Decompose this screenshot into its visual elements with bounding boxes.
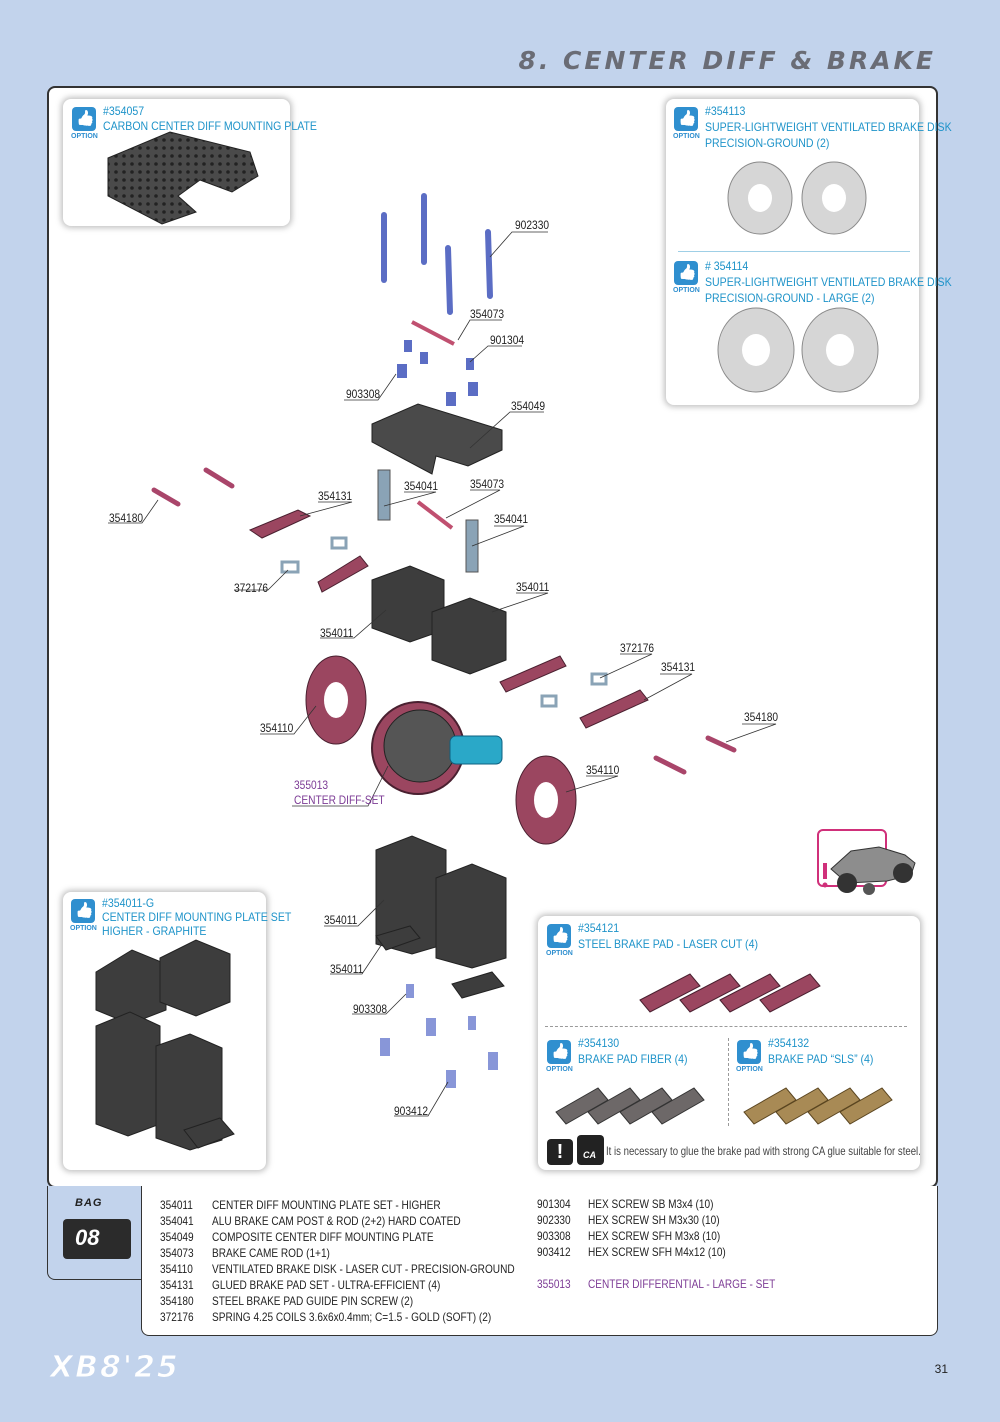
option-text: HIGHER - GRAPHITE <box>102 924 207 938</box>
parts-row-code: 354180 <box>160 1294 194 1308</box>
option-ref: #354011-G <box>102 896 155 910</box>
parts-row-desc: CENTER DIFF MOUNTING PLATE SET - HIGHER <box>212 1198 441 1212</box>
parts-row-desc: VENTILATED BRAKE DISK - LASER CUT - PREC… <box>212 1262 515 1276</box>
bag-number: 08 <box>75 1225 100 1250</box>
callout-label: 903412 <box>394 1104 429 1118</box>
parts-row-code: 903412 <box>537 1245 571 1259</box>
option-ref: # 354114 <box>705 259 749 273</box>
parts-row-code: 354041 <box>160 1214 194 1228</box>
option-label: OPTION <box>673 287 700 294</box>
parts-row-code: 354073 <box>160 1246 194 1260</box>
callout-label: 903308 <box>346 387 381 401</box>
option-box-brake-pads <box>538 916 920 1170</box>
callout-label: 372176 <box>234 581 269 595</box>
parts-row-desc: GLUED BRAKE PAD SET - ULTRA-EFFICIENT (4… <box>212 1278 441 1292</box>
option-text: CENTER DIFF MOUNTING PLATE SET <box>102 910 292 924</box>
parts-row-code: 372176 <box>160 1310 194 1324</box>
parts-row-code: 354131 <box>160 1278 194 1292</box>
parts-row-desc: COMPOSITE CENTER DIFF MOUNTING PLATE <box>212 1230 434 1244</box>
parts-row-desc: STEEL BRAKE PAD GUIDE PIN SCREW (2) <box>212 1294 414 1308</box>
callout-label: 354131 <box>661 660 696 674</box>
callout-label: 354073 <box>470 307 505 321</box>
thumbs-up-icon <box>547 1040 571 1064</box>
option-label: OPTION <box>71 133 98 140</box>
parts-row-code: 354049 <box>160 1230 194 1244</box>
callout-label: 354073 <box>470 477 505 491</box>
thumbs-up-icon <box>72 107 96 131</box>
parts-row-desc: HEX SCREW SB M3x4 (10) <box>588 1197 714 1211</box>
callout-label: 354041 <box>494 512 529 526</box>
parts-row-desc: ALU BRAKE CAM POST & ROD (2+2) HARD COAT… <box>212 1214 461 1228</box>
parts-row-special-desc: CENTER DIFFERENTIAL - LARGE - SET <box>588 1277 776 1291</box>
car-location-icon <box>817 829 922 901</box>
divider <box>728 1038 729 1126</box>
callout-label: 354180 <box>744 710 779 724</box>
callout-label: 354180 <box>109 511 144 525</box>
product-logo: XB8'25 <box>50 1350 180 1386</box>
parts-list <box>141 1186 938 1336</box>
option-text: PRECISION-GROUND - LARGE (2) <box>705 291 875 305</box>
callout-label: 354049 <box>511 399 546 413</box>
carbon-plate-part <box>107 131 259 225</box>
thumbs-up-icon <box>71 899 95 923</box>
parts-row-desc: HEX SCREW SFH M3x8 (10) <box>588 1229 721 1243</box>
option-text: PRECISION-GROUND (2) <box>705 136 830 150</box>
option-text: BRAKE PAD FIBER (4) <box>578 1052 688 1066</box>
parts-row-code: 354110 <box>160 1262 193 1276</box>
thumbs-up-icon <box>737 1040 761 1064</box>
callout-label: 902330 <box>515 218 550 232</box>
callout-label: 354011 <box>516 580 550 594</box>
callout-label: 354011 <box>330 962 364 976</box>
parts-row-desc: BRAKE CAME ROD (1+1) <box>212 1246 330 1260</box>
parts-row-code: 903308 <box>537 1229 571 1243</box>
parts-row-desc: SPRING 4.25 COILS 3.6x6x0.4mm; C=1.5 - G… <box>212 1310 492 1324</box>
option-label: OPTION <box>70 925 97 932</box>
parts-row-code: 901304 <box>537 1197 571 1211</box>
parts-row-special-code: 355013 <box>537 1277 571 1291</box>
warning-icon: ! <box>547 1139 573 1165</box>
page-title: 8. CENTER DIFF & BRAKE <box>518 46 936 75</box>
parts-row-code: 354011 <box>160 1198 193 1212</box>
option-label: OPTION <box>736 1066 763 1073</box>
glue-note: It is necessary to glue the brake pad wi… <box>606 1144 921 1158</box>
option-ref: #354057 <box>103 104 145 118</box>
callout-label: 354110 <box>260 721 294 735</box>
callout-label: 901304 <box>490 333 525 347</box>
option-ref: #354132 <box>768 1036 810 1050</box>
option-text: CARBON CENTER DIFF MOUNTING PLATE <box>103 119 317 133</box>
thumbs-up-icon <box>547 924 571 948</box>
callout-label: 903308 <box>353 1002 388 1016</box>
option-ref: #354130 <box>578 1036 620 1050</box>
divider <box>545 1026 907 1027</box>
parts-row-desc: HEX SCREW SFH M4x12 (10) <box>588 1245 726 1259</box>
option-text: BRAKE PAD “SLS” (4) <box>768 1052 874 1066</box>
option-label: OPTION <box>546 950 573 957</box>
option-text: SUPER-LIGHTWEIGHT VENTILATED BRAKE DISK <box>705 120 952 134</box>
thumbs-up-icon <box>674 107 698 131</box>
callout-label: 372176 <box>620 641 655 655</box>
parts-row-code: 902330 <box>537 1213 571 1227</box>
option-text: SUPER-LIGHTWEIGHT VENTILATED BRAKE DISK <box>705 275 952 289</box>
page-number: 31 <box>934 1362 948 1376</box>
option-text: STEEL BRAKE PAD - LASER CUT (4) <box>578 937 758 951</box>
thumbs-up-icon <box>674 261 698 285</box>
parts-row-desc: HEX SCREW SH M3x30 (10) <box>588 1213 720 1227</box>
bag-label: BAG <box>75 1197 103 1209</box>
divider <box>678 251 910 252</box>
option-label: OPTION <box>673 133 700 140</box>
callout-label: 354131 <box>318 489 353 503</box>
ca-glue-label: CA <box>583 1150 596 1160</box>
option-label: OPTION <box>546 1066 573 1073</box>
callout-label: 354041 <box>404 479 439 493</box>
option-ref: #354113 <box>705 104 746 118</box>
callout-label-set: CENTER DIFF-SET <box>294 793 385 807</box>
callout-label: 354011 <box>324 913 358 927</box>
ca-glue-icon: CA <box>577 1135 604 1165</box>
bag-number-badge: 08 <box>63 1219 131 1259</box>
option-ref: #354121 <box>578 921 620 935</box>
callout-label: 354110 <box>586 763 620 777</box>
callout-label: 354011 <box>320 626 354 640</box>
callout-label-set: 355013 <box>294 778 329 792</box>
